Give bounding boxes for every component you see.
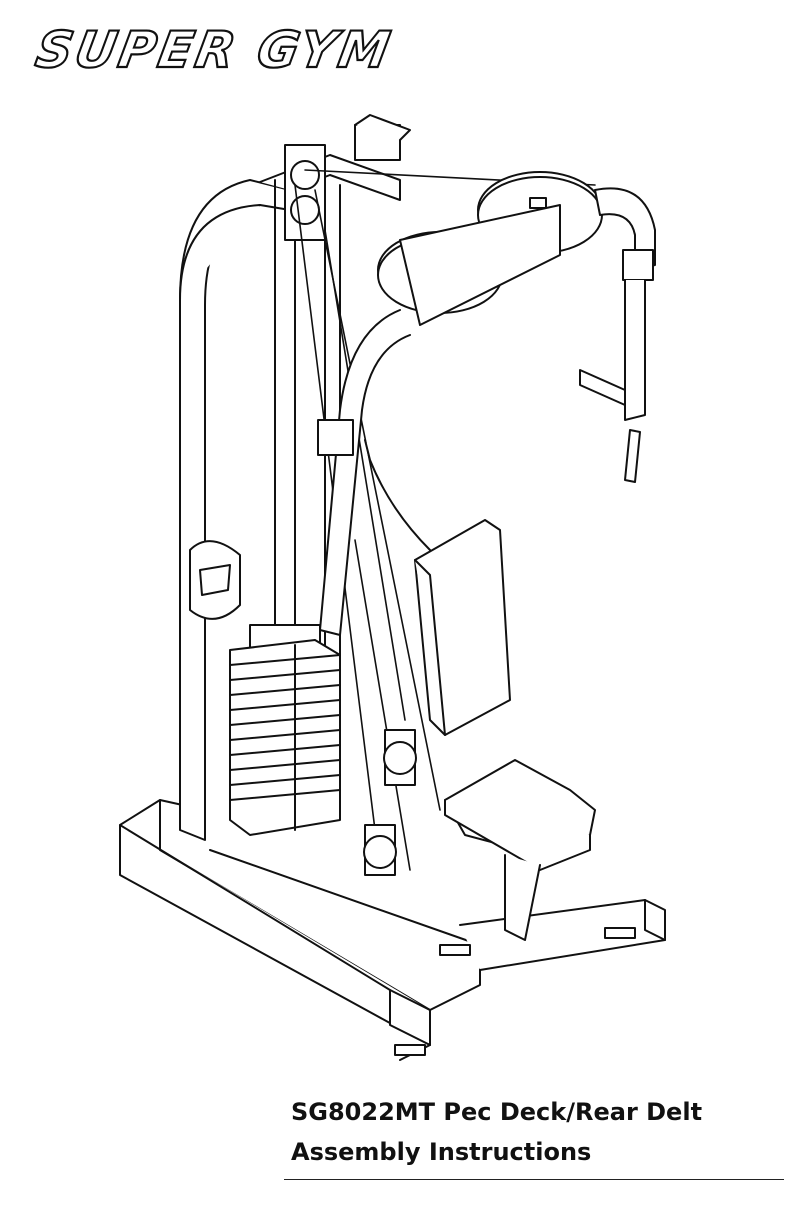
weight-stack	[230, 625, 340, 835]
handle-holder	[190, 541, 240, 619]
document-title-block: SG8022MT Pec Deck/Rear Delt Assembly Ins…	[291, 1092, 791, 1172]
logo-text: SUPER GYM	[32, 20, 398, 76]
document-title: SG8022MT Pec Deck/Rear Delt	[291, 1092, 791, 1132]
document-subtitle: Assembly Instructions	[291, 1132, 791, 1172]
title-divider	[284, 1179, 784, 1180]
back-pad	[365, 440, 510, 735]
top-pulley	[285, 145, 325, 240]
machine-illustration	[100, 110, 700, 1070]
brand-logo: SUPER GYM	[30, 20, 480, 76]
pec-discs	[378, 172, 602, 325]
